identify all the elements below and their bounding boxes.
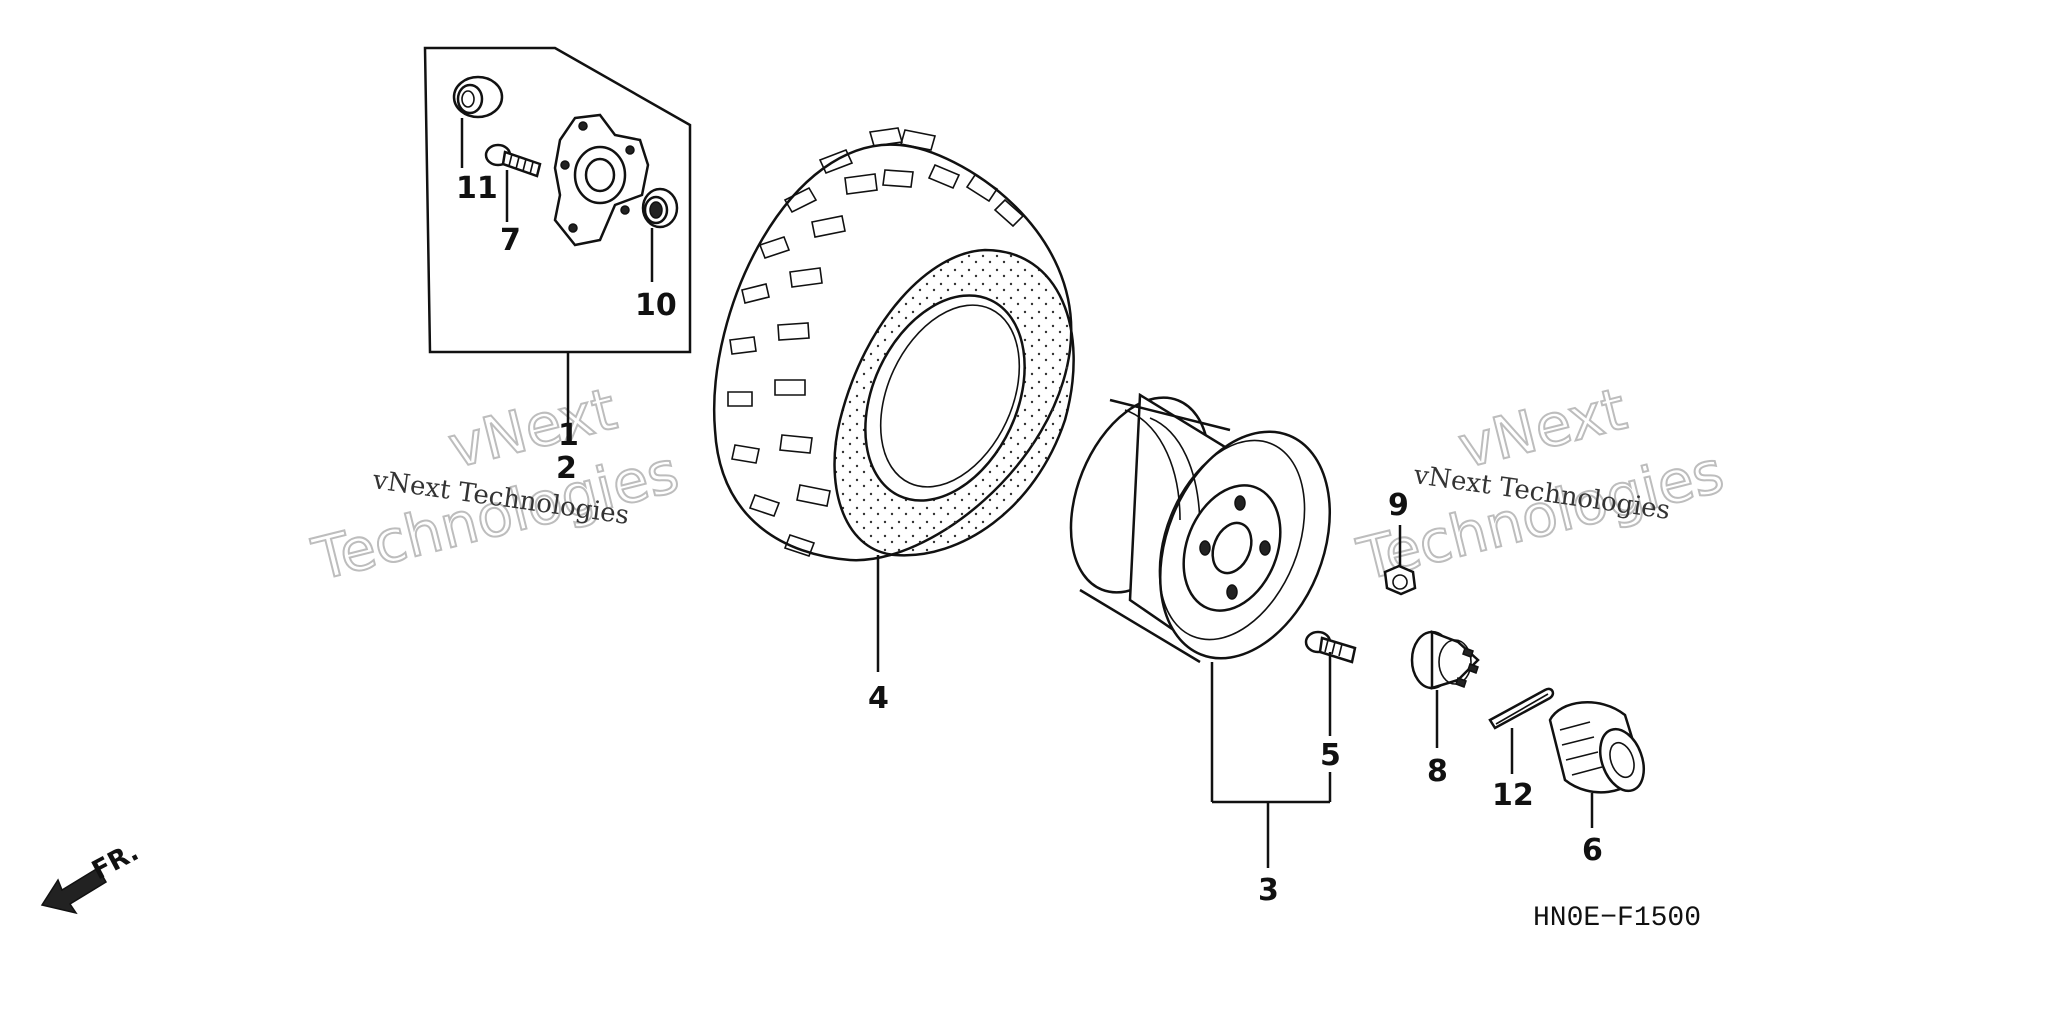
callout-7: 7 (500, 223, 521, 258)
callout-1: 1 (558, 418, 579, 453)
hub-assembly-box (423, 46, 692, 445)
callout-10: 10 (635, 288, 677, 323)
watermark-right: vNext Technologies vNext Technologies (1350, 374, 1731, 595)
cap-part-6 (1548, 701, 1645, 828)
callout-12: 12 (1492, 778, 1534, 813)
bearing-part-10 (641, 187, 679, 282)
callout-4: 4 (868, 681, 889, 716)
front-direction-indicator: FR. (40, 837, 144, 915)
diagram-code: HN0E−F1500 (1533, 903, 1701, 934)
tread-blocks (727, 127, 1025, 558)
valve-part-5 (1304, 630, 1357, 802)
nut-part-9 (1383, 525, 1417, 596)
tire-part-4 (712, 127, 1075, 672)
arrow-left-icon (40, 866, 108, 915)
watermark-left: vNext Technologies vNext Technologies (305, 374, 686, 595)
castle-nut-part-8 (1410, 630, 1480, 748)
hub-flange (553, 113, 650, 247)
callout-2: 2 (556, 451, 577, 486)
wheel-part-3 (1069, 392, 1332, 868)
cotter-pin-part-12 (1488, 687, 1555, 774)
callout-8: 8 (1427, 754, 1448, 789)
stud-bolt-part-7 (484, 143, 542, 222)
callout-5: 5 (1320, 738, 1341, 773)
collar-part-11 (452, 75, 504, 168)
callout-11: 11 (456, 171, 498, 206)
callout-9: 9 (1388, 488, 1409, 523)
callout-6: 6 (1582, 833, 1603, 868)
callout-3: 3 (1258, 873, 1279, 908)
